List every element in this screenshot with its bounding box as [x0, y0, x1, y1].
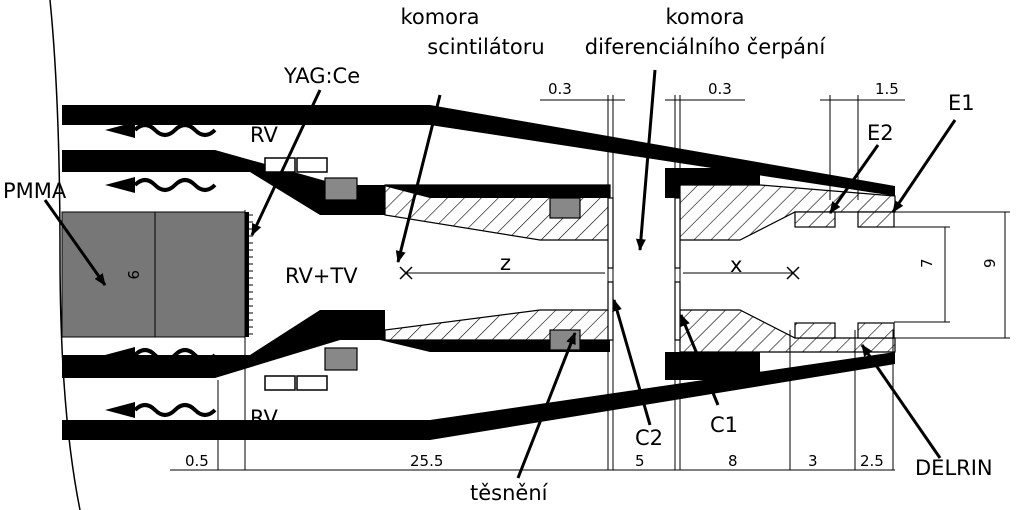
seal-block-bottom-mid — [549, 329, 581, 351]
leader-dif — [635, 69, 657, 251]
x-right-cross — [786, 266, 800, 280]
label-rv-tv: RV+TV — [285, 264, 358, 288]
flow-arrow-2 — [105, 177, 217, 193]
dim-bottom-4: 3 — [808, 452, 818, 470]
flow-arrow-1 — [105, 122, 217, 138]
dim-bottom-2: 5 — [635, 452, 645, 470]
aperture-c2-bottom — [607, 281, 614, 341]
dif-hatch-bottom — [679, 309, 896, 353]
label-komora-dif-2: diferenciálního čerpání — [585, 35, 827, 59]
label-c1: C1 — [710, 413, 738, 437]
left-boundary-curve — [49, 0, 81, 510]
dim-bottom-1: 25.5 — [410, 452, 443, 470]
aperture-c1-top — [674, 197, 681, 269]
label-komora-scint-2: scintilátoru — [427, 35, 544, 59]
dim-top-mid: 0.3 — [708, 80, 732, 98]
label-c2: C2 — [635, 426, 663, 450]
inner-wall-top — [62, 150, 385, 215]
label-komora-scint-1: komora — [400, 5, 479, 29]
label-z: z — [500, 251, 511, 275]
inner-wall-bottom — [62, 310, 385, 378]
spacer-top-1 — [264, 157, 296, 173]
outer-tube-bottom — [62, 352, 895, 440]
leader-c2 — [612, 299, 652, 426]
flow-arrow-3 — [105, 347, 217, 363]
leader-pmma — [43, 199, 107, 286]
dim-vert-7: 7 — [918, 258, 936, 268]
seal-block-bottom-left — [324, 347, 358, 371]
leader-tesneni — [516, 332, 577, 479]
pmma-block — [61, 211, 246, 338]
label-delrin: DELRIN — [915, 456, 993, 480]
label-rv-top: RV — [250, 123, 278, 147]
label-x: x — [730, 253, 742, 277]
z-left-cross — [399, 266, 413, 280]
dif-black-bottom — [665, 352, 760, 380]
leader-yag — [250, 89, 322, 236]
label-tesneni: těsnění — [470, 481, 549, 505]
yag-screen — [245, 212, 253, 337]
leader-scint — [395, 94, 442, 263]
label-yag: YAG:Ce — [283, 64, 360, 88]
dim-bottom-0: 0.5 — [185, 452, 209, 470]
label-e2: E2 — [867, 121, 894, 145]
leader-delrin — [860, 344, 942, 459]
aperture-c2-top — [607, 197, 614, 269]
label-e1: E1 — [948, 91, 975, 115]
electrode-e1-bottom — [857, 322, 895, 339]
leader-c1 — [679, 314, 720, 406]
electrode-e2-bottom — [794, 322, 836, 339]
flow-arrow-4 — [105, 402, 217, 418]
outer-tube-top — [62, 105, 895, 196]
electrode-e2-top — [794, 211, 836, 228]
seal-block-top-mid — [549, 197, 581, 219]
label-pmma: PMMA — [3, 179, 67, 203]
leader-e2 — [828, 144, 880, 214]
spacer-bottom-2 — [296, 375, 328, 391]
electrode-e1-top — [857, 211, 895, 228]
seal-block-top-left — [324, 177, 358, 201]
aperture-c1-bottom — [674, 281, 681, 341]
dim-vert-pmma: 9 — [124, 270, 142, 280]
dim-bottom-3: 8 — [728, 452, 738, 470]
spacer-top-2 — [296, 157, 328, 173]
label-komora-dif-1: komora — [665, 5, 744, 29]
scint-black-top — [380, 185, 610, 198]
dim-top-left: 0.3 — [548, 80, 572, 98]
label-rv-bottom: RV — [250, 406, 278, 430]
dim-vert-9: 9 — [981, 258, 999, 268]
spacer-bottom-1 — [264, 375, 296, 391]
dim-top-right: 1.5 — [875, 80, 899, 98]
leader-e1 — [891, 119, 957, 213]
dim-bottom-5: 2.5 — [860, 452, 884, 470]
